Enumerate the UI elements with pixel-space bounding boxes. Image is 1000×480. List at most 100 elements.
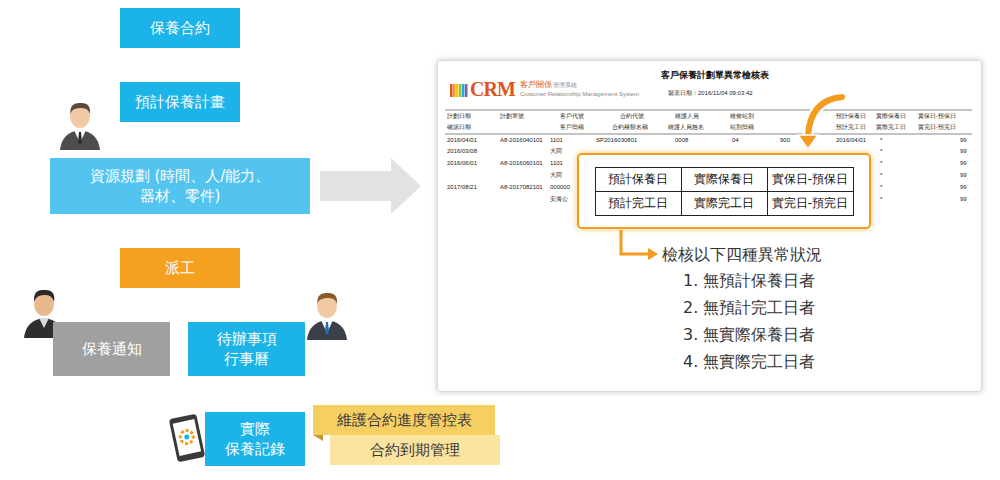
table-cell: 實際完工日 xyxy=(876,124,906,131)
check-note: 檢核以下四種異常狀況 xyxy=(662,245,822,264)
report-panel: 客戶保養計劃單異常檢核表預計保養日實際保養日實保日-預保日預計完工日實際完工日實… xyxy=(437,60,982,392)
curved-pointer-arrow xyxy=(798,97,842,149)
text-wrap: 派工 xyxy=(165,258,195,278)
check-note: 4. 無實際完工日者 xyxy=(683,352,815,371)
table-cell: 99 xyxy=(960,184,967,191)
table-cell: 大同 xyxy=(550,148,562,155)
table-cell: 維修站別 xyxy=(730,113,754,120)
callout-box: 預計保養日 實際保養日 實保日-預保日預計完工日 實際完工日 實完日-預完日 xyxy=(577,153,871,229)
table-cell: * xyxy=(880,172,882,179)
ribbon-band: 維護合約進度管控表 xyxy=(313,405,495,435)
process-box: 保養合約 xyxy=(120,8,240,48)
table-cell: 0008 xyxy=(675,137,688,144)
table-cell: 實完日-預完日 xyxy=(918,124,956,131)
table-cell: 2016/04/01 xyxy=(447,137,477,144)
panel-title: 客戶保養計劃單異常檢核表 xyxy=(661,69,769,82)
table-cell: 1101 xyxy=(550,137,563,144)
table-cell: 99 xyxy=(960,137,967,144)
table-cell: 900 xyxy=(780,137,790,144)
table-cell: 預計保養日 xyxy=(836,113,866,120)
cell-text: 預計保養日 xyxy=(608,171,668,188)
node-text: 資源規劃 (時間、人/能力、器材、零件) xyxy=(68,166,293,207)
person-icon xyxy=(60,103,100,150)
check-note: 2. 無預計完工日者 xyxy=(683,298,815,317)
text-wrap: 實際 保養記錄 xyxy=(220,419,290,460)
text-wrap: 保養通知 xyxy=(82,339,142,359)
table-cell: 2016/04/01 xyxy=(836,137,866,144)
text-wrap: 預計保養計畫 xyxy=(135,92,225,112)
logo-text: Customer Relationship Management System xyxy=(520,91,639,98)
text-wrap: 資源規劃 (時間、人/能力、器材、零件) xyxy=(68,166,293,207)
table-cell: 合約代號 xyxy=(620,113,644,120)
ribbon-fold xyxy=(313,435,323,441)
check-note: 1. 無預計保養日者 xyxy=(683,271,815,290)
table-cell: * xyxy=(880,148,882,155)
process-box: 保養通知 xyxy=(53,322,170,376)
report-sheet xyxy=(437,60,982,392)
table-cell: 04 xyxy=(732,137,739,144)
tablet-icon xyxy=(169,414,206,463)
process-box: 實際 保養記錄 xyxy=(205,412,305,466)
process-box: 待辦事項 行事曆 xyxy=(188,322,305,376)
table-cell: * xyxy=(880,184,882,191)
table-cell: 99 xyxy=(960,196,967,203)
table-cell: 客戶代號 xyxy=(560,113,584,120)
table-cell: 99 xyxy=(960,148,967,155)
table-cell: 99 xyxy=(960,160,967,167)
callout-cell: 實際完工日 xyxy=(682,192,768,216)
table-cell: 實保日-預保日 xyxy=(918,113,956,120)
text-wrap: 合約到期管理 xyxy=(370,440,460,460)
person-icon xyxy=(307,293,347,340)
crm-logo-stripes xyxy=(450,84,468,97)
table-cell: 2016/03/08 xyxy=(447,148,477,155)
callout-cell: 實保日-預保日 xyxy=(768,168,854,192)
table-cell: * xyxy=(880,196,882,203)
table-cell: 站別簡稱 xyxy=(730,124,754,131)
cell-text: 實保日-預保日 xyxy=(772,171,848,188)
table-cell: 製表日期：2016/11/04 09:03:42 xyxy=(668,90,753,97)
table-cell: 大同 xyxy=(550,172,562,179)
node-text: 維護合約進度管控表 xyxy=(337,410,472,430)
cell-text: 預計完工日 xyxy=(608,195,668,212)
process-box: 預計保養計畫 xyxy=(120,82,240,122)
table-cell: 維護人員姓名 xyxy=(668,124,704,131)
node-text: 保養合約 xyxy=(150,18,210,38)
check-pointer-arrow xyxy=(621,230,658,260)
table-cell: 客戶簡稱 xyxy=(560,124,584,131)
node-text: 預計保養計畫 xyxy=(135,92,225,112)
callout-table: 預計保養日 實際保養日 實保日-預保日預計完工日 實際完工日 實完日-預完日 xyxy=(595,167,854,216)
table-cell: 000000 xyxy=(550,184,570,191)
text-wrap: 保養合約 xyxy=(150,18,210,38)
callout-cell: 預計保養日 xyxy=(596,168,682,192)
text-wrap: 維護合約進度管控表 xyxy=(337,410,472,430)
table-cell: A8-2016040101 xyxy=(500,137,543,144)
logo-text: CRM xyxy=(470,78,515,100)
table-cell: 安海公 xyxy=(550,196,568,203)
cell-text: 實完日-預完日 xyxy=(772,195,848,212)
table-cell: * xyxy=(880,137,882,144)
node-text: 派工 xyxy=(165,258,195,278)
table-cell: 2017/08/21 xyxy=(447,184,477,191)
node-text: 實際 保養記錄 xyxy=(220,419,290,460)
cell-text: 實際完工日 xyxy=(694,195,754,212)
table-cell: 計劃單號 xyxy=(500,113,524,120)
process-box: 資源規劃 (時間、人/能力、器材、零件) xyxy=(50,158,310,214)
process-box: 派工 xyxy=(120,248,240,288)
callout-cell: 預計完工日 xyxy=(596,192,682,216)
cell-text: 實際保養日 xyxy=(694,171,754,188)
table-cell: 合約種類名稱 xyxy=(612,124,648,131)
table-cell: * xyxy=(880,160,882,167)
node-text: 保養通知 xyxy=(82,339,142,359)
table-cell: SP2016030801 xyxy=(596,137,637,144)
table-cell: 2016/06/01 xyxy=(447,160,477,167)
table-cell: 預計完工日 xyxy=(836,124,866,131)
table-cell: 計劃日期 xyxy=(447,113,471,120)
node-text: 合約到期管理 xyxy=(370,440,460,460)
table-cell: 實際保養日 xyxy=(876,113,906,120)
ribbon-band: 合約到期管理 xyxy=(330,435,500,465)
